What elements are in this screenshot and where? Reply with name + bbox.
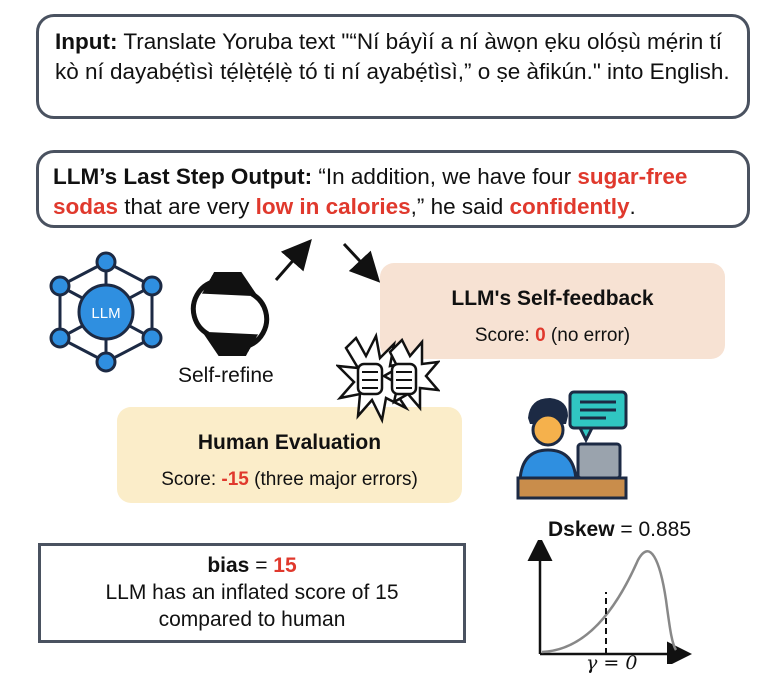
dskew-name: Dskew (548, 518, 615, 541)
human-evaluation-score-value: -15 (221, 469, 249, 490)
bias-value: 15 (273, 554, 297, 577)
output-label: LLM’s Last Step Output: (53, 164, 313, 189)
bias-label: bias (207, 554, 250, 577)
dskew-value: 0.885 (638, 518, 692, 541)
arrow-up (274, 238, 312, 281)
score-prefix: Score: (474, 325, 536, 346)
refresh-cycle-icon (190, 272, 270, 356)
llm-icon-label: LLM (91, 305, 120, 322)
self-feedback-score: Score: 0 (no error) (380, 325, 725, 347)
highlight-sugar-free: sugar-free sodas (53, 164, 688, 219)
human-evaluation-title: Human Evaluation (197, 431, 382, 454)
highlight-low-calories: low in calories (255, 194, 411, 219)
output-text-2: that are very (118, 194, 256, 219)
score-prefix: Score: (161, 469, 222, 490)
human-laptop-icon (516, 390, 628, 500)
bias-box: bias = 15 LLM has an inflated score of 1… (38, 543, 466, 643)
self-refine-label: Self-refine (178, 364, 274, 387)
skewed-curve (541, 550, 678, 654)
output-text-1: “In addition, we have four (312, 164, 578, 189)
output-text-3: ,” he said (410, 194, 510, 219)
human-evaluation-score: Score: -15 (three major errors) (117, 469, 462, 491)
bias-equals: = (249, 554, 274, 577)
gamma-label: γ = 0 (586, 652, 638, 674)
highlight-confidently: confidently (509, 194, 630, 219)
bias-description-2: compared to human (158, 608, 346, 631)
self-feedback-title: LLM's Self-feedback (451, 287, 654, 310)
input-label: Input: (55, 29, 118, 54)
arrow-down (342, 242, 381, 283)
output-text-4: . (629, 194, 636, 219)
input-text: Translate Yoruba text "“Ní báyìí a ní àw… (55, 29, 730, 84)
bias-description-1: LLM has an inflated score of 15 (105, 581, 399, 604)
conflict-fists-icon (336, 332, 440, 424)
input-box: Input: Translate Yoruba text "“Ní báyìí … (36, 14, 750, 119)
dskew-label: Dskew = 0.885 (548, 518, 691, 542)
llm-network-icon: LLM (49, 251, 163, 373)
flow-arrows (274, 238, 381, 283)
self-feedback-panel: LLM's Self-feedback Score: 0 (no error) (380, 263, 725, 359)
self-feedback-score-value: 0 (535, 325, 546, 346)
human-evaluation-panel: Human Evaluation Score: -15 (three major… (117, 407, 462, 503)
bias-line: bias = 15 (41, 552, 463, 579)
dskew-equals: = (614, 518, 639, 541)
score-suffix: (three major errors) (248, 469, 418, 490)
score-suffix: (no error) (545, 325, 631, 346)
llm-output-box: LLM’s Last Step Output: “In addition, we… (36, 150, 750, 228)
skew-distribution-plot (527, 540, 692, 664)
